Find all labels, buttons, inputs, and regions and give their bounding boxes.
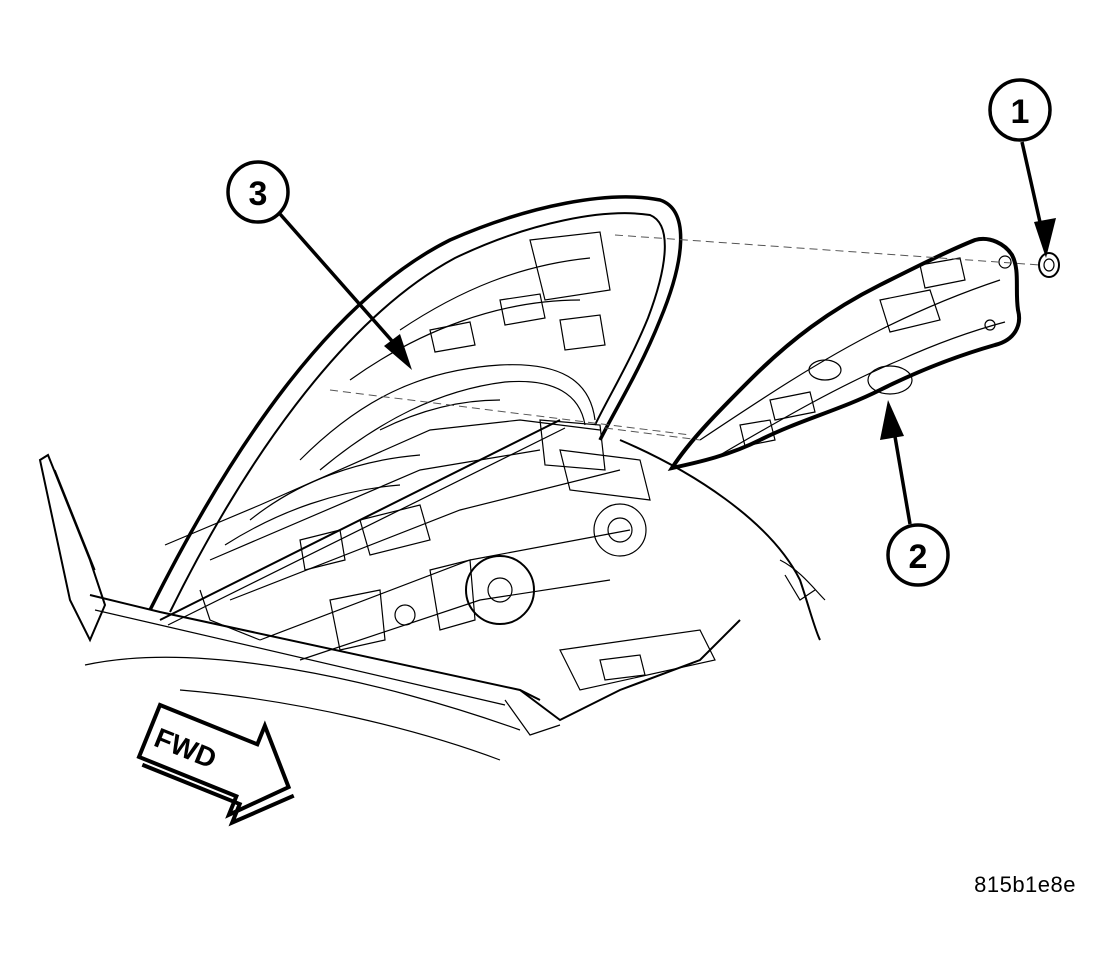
callout-1: 1 [988,78,1056,258]
callout-3: 3 [226,160,412,370]
figure-id: 815b1e8e [974,872,1076,897]
callout-2-label: 2 [909,538,928,576]
callout-2: 2 [880,400,950,587]
alignment-lines [329,234,1041,441]
callout-3-label: 3 [249,175,268,213]
hood [148,195,683,613]
fwd-direction-arrow: FWD [136,702,295,827]
vehicle-engine-compartment [38,419,826,761]
hood-insulator [667,237,1021,471]
callout-1-label: 1 [1011,93,1030,131]
push-pin-fastener [1038,252,1060,278]
